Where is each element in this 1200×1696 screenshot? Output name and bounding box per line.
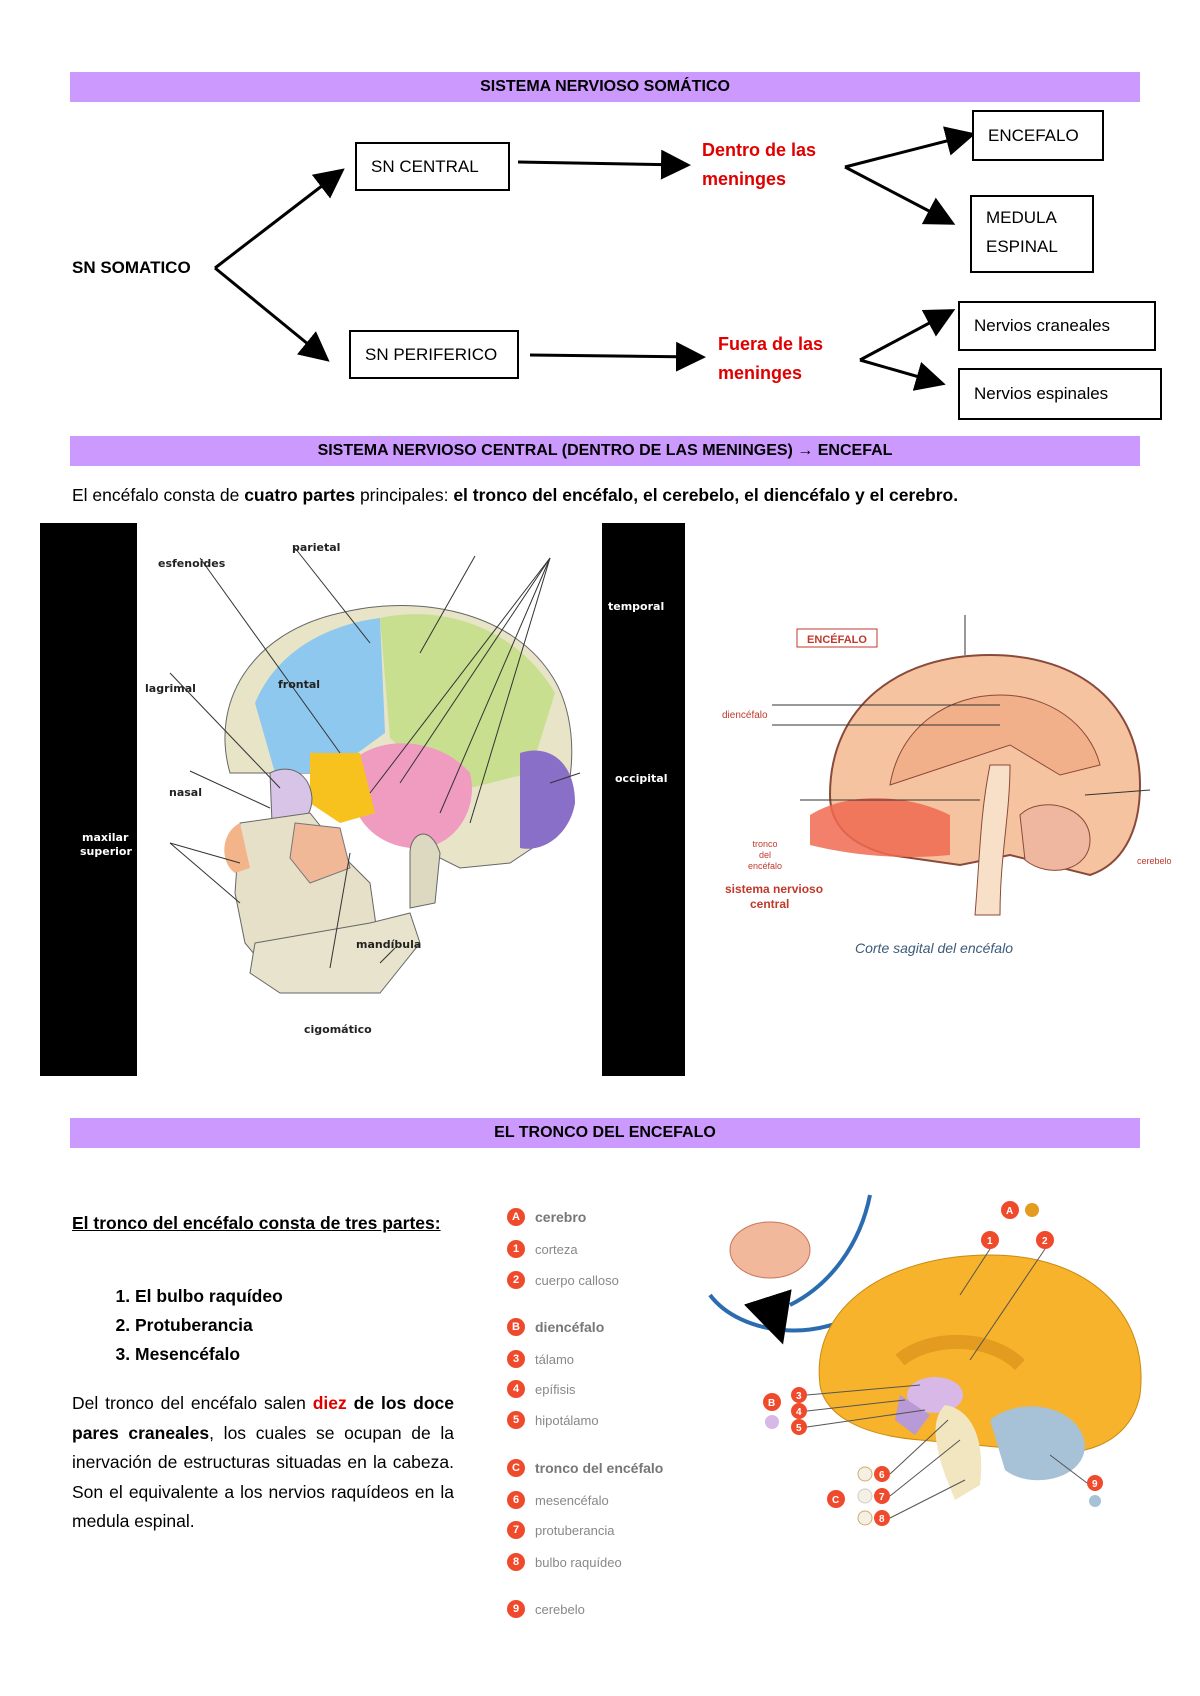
label-frontal: frontal xyxy=(278,678,320,691)
svg-text:del: del xyxy=(759,850,771,860)
label-cigomatico: cigomático xyxy=(304,1023,372,1036)
legend-label: hipotálamo xyxy=(535,1412,599,1428)
legend-marker-icon: C xyxy=(507,1459,525,1477)
sagittal-caption: Corte sagital del encéfalo xyxy=(855,940,1013,956)
list-item: Mesencéfalo xyxy=(135,1340,283,1369)
tronco-parts-list: El bulbo raquídeo Protuberancia Mesencéf… xyxy=(95,1282,283,1369)
tronco-paragraph: Del tronco del encéfalo salen diez de lo… xyxy=(72,1393,454,1531)
legend-item: 7 protuberancia xyxy=(507,1521,615,1539)
legend-marker-icon: 8 xyxy=(507,1553,525,1571)
label-mandibula: mandíbula xyxy=(356,938,421,951)
svg-text:2: 2 xyxy=(1042,1236,1048,1247)
legend-label: tálamo xyxy=(535,1351,575,1367)
node-sn-periferico: SN PERIFERICO xyxy=(349,330,519,379)
label-occipital: occipital xyxy=(615,772,667,785)
diagram-arrows xyxy=(214,126,976,391)
legend-item: 6 mesencéfalo xyxy=(507,1491,609,1509)
legend-label: tronco del encéfalo xyxy=(535,1460,664,1476)
legend-marker-icon: 1 xyxy=(507,1240,525,1258)
svg-text:diencéfalo: diencéfalo xyxy=(722,710,768,721)
section-title-somatico: SISTEMA NERVIOSO SOMÁTICO xyxy=(70,72,1140,102)
legend-marker-icon: 6 xyxy=(507,1491,525,1509)
legend-marker-icon: A xyxy=(507,1208,525,1226)
legend-label: epífisis xyxy=(535,1381,576,1397)
list-item: El bulbo raquídeo xyxy=(135,1282,283,1311)
svg-text:sistema nervioso: sistema nervioso xyxy=(725,882,823,896)
legend-label: cerebelo xyxy=(535,1601,585,1617)
svg-text:central: central xyxy=(750,897,789,911)
svg-text:A: A xyxy=(1006,1206,1013,1217)
legend-item: 8 bulbo raquídeo xyxy=(507,1553,622,1571)
svg-text:1: 1 xyxy=(987,1236,993,1247)
legend-marker-icon: 7 xyxy=(507,1521,525,1539)
node-encefalo: ENCEFALO xyxy=(972,110,1104,161)
legend-marker-icon: 3 xyxy=(507,1350,525,1368)
svg-text:9: 9 xyxy=(1092,1479,1098,1490)
legend-marker-icon: 9 xyxy=(507,1600,525,1618)
legend-label: cuerpo calloso xyxy=(535,1272,619,1288)
svg-text:B: B xyxy=(768,1398,775,1409)
svg-text:7: 7 xyxy=(879,1492,885,1503)
legend-label: mesencéfalo xyxy=(535,1492,609,1508)
label-nasal: nasal xyxy=(169,786,202,799)
legend-label: diencéfalo xyxy=(535,1319,605,1335)
intro-text: El encéfalo consta de cuatro partes prin… xyxy=(72,485,959,505)
root-node: SN SOMATICO xyxy=(72,258,191,277)
node-sn-central: SN CENTRAL xyxy=(355,142,510,191)
svg-text:3: 3 xyxy=(796,1391,802,1402)
skull-figure: esfenoides parietal temporal frontal lag… xyxy=(40,523,685,1076)
legend-label: protuberancia xyxy=(535,1522,615,1538)
legend-marker-icon: 2 xyxy=(507,1271,525,1289)
legend-marker-icon: B xyxy=(507,1318,525,1336)
section-title-tronco: EL TRONCO DEL ENCEFALO xyxy=(70,1118,1140,1148)
svg-text:6: 6 xyxy=(879,1470,885,1481)
legend-item: 4 epífisis xyxy=(507,1380,575,1398)
label-temporal: temporal xyxy=(608,600,664,613)
legend-item: 3 tálamo xyxy=(507,1350,574,1368)
legend-marker-icon: 5 xyxy=(507,1411,525,1429)
svg-text:5: 5 xyxy=(796,1423,802,1434)
legend-label: corteza xyxy=(535,1241,578,1257)
label-esfenoides: esfenoides xyxy=(158,557,226,570)
svg-text:8: 8 xyxy=(879,1514,885,1525)
legend-item: 1 corteza xyxy=(507,1240,578,1258)
legend-item: 9 cerebelo xyxy=(507,1600,585,1618)
legend-item: 5 hipotálamo xyxy=(507,1411,599,1429)
label-parietal: parietal xyxy=(292,541,340,554)
label-superior: superior xyxy=(80,845,132,858)
svg-text:4: 4 xyxy=(796,1407,802,1418)
svg-text:ENCÉFALO: ENCÉFALO xyxy=(807,633,867,646)
node-nervios-espinales: Nervios espinales xyxy=(958,368,1162,420)
svg-text:tronco: tronco xyxy=(752,839,777,849)
tronco-heading: El tronco del encéfalo consta de tres pa… xyxy=(72,1213,441,1233)
legend-label: cerebro xyxy=(535,1209,587,1225)
legend-item: 2 cuerpo calloso xyxy=(507,1271,619,1289)
brain-sagittal-figure: ENCÉFALO cerebro diencéfalo tronco del e… xyxy=(722,615,1172,916)
svg-text:C: C xyxy=(832,1495,839,1506)
node-nervios-craneales: Nervios craneales xyxy=(958,301,1156,351)
section-title-central: SISTEMA NERVIOSO CENTRAL (DENTRO DE LAS … xyxy=(70,436,1140,466)
svg-text:cerebelo: cerebelo xyxy=(1137,856,1172,866)
brain-parts-figure: A 1 2 B 3 4 5 C 6 7 8 9 xyxy=(708,1194,1142,1526)
label-maxilar: maxilar xyxy=(82,831,129,844)
list-item: Protuberancia xyxy=(135,1311,283,1340)
label-lagrimal: lagrimal xyxy=(145,682,196,695)
legend-label: bulbo raquídeo xyxy=(535,1554,622,1570)
svg-text:encéfalo: encéfalo xyxy=(748,861,782,871)
svg-text:cerebro: cerebro xyxy=(948,615,982,616)
legend-marker-icon: 4 xyxy=(507,1380,525,1398)
